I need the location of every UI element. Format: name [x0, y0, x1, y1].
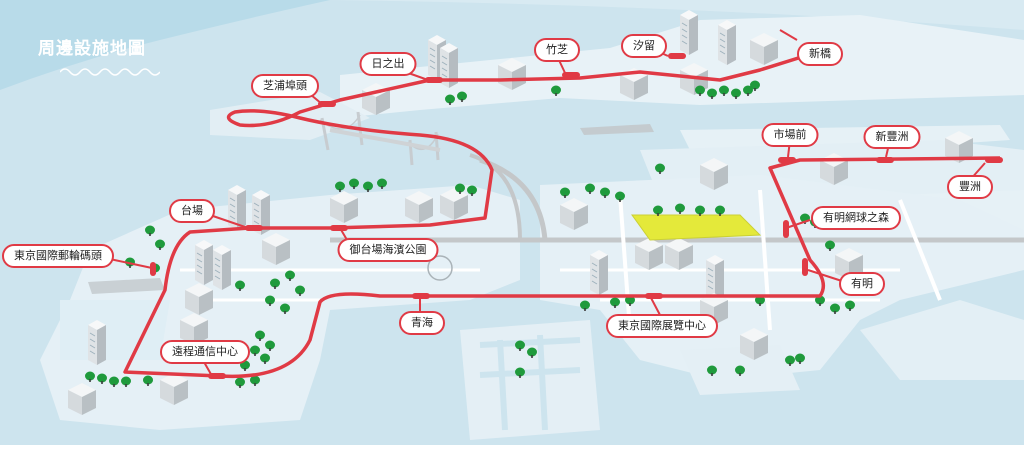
- station-label-odaiba-kaihinkoen[interactable]: 御台場海濱公園: [337, 238, 439, 262]
- market-roof: [631, 214, 762, 241]
- station-label-telecom-center[interactable]: 遠程通信中心: [160, 340, 250, 364]
- station-label-shiodome[interactable]: 汐留: [621, 34, 667, 58]
- station-label-daiba[interactable]: 台場: [169, 199, 215, 223]
- map-title: 周邊設施地圖: [38, 39, 146, 59]
- station-label-shimbashi[interactable]: 新橋: [797, 42, 843, 66]
- station-label-ariake-tennis-no-mori[interactable]: 有明網球之森: [811, 206, 901, 230]
- station-label-shibaura-futo[interactable]: 芝浦埠頭: [251, 74, 319, 98]
- station-markers: [150, 53, 1003, 379]
- station-label-shijo-mae[interactable]: 市場前: [761, 123, 819, 147]
- station-label-tokyo-cruise-terminal[interactable]: 東京國際郵輪碼頭: [2, 244, 114, 268]
- station-label-takeshiba[interactable]: 竹芝: [534, 38, 580, 62]
- station-label-tokyo-big-sight[interactable]: 東京國際展覽中心: [606, 314, 718, 338]
- rail-line: [123, 53, 1001, 379]
- south-plot: [460, 320, 600, 440]
- wave-decoration: [60, 68, 160, 76]
- station-label-ariake[interactable]: 有明: [839, 272, 885, 296]
- station-label-shin-toyosu[interactable]: 新豐洲: [863, 125, 921, 149]
- station-label-hinode[interactable]: 日之出: [359, 52, 417, 76]
- mainland-shiodome: [340, 15, 1024, 118]
- station-label-aomi[interactable]: 青海: [399, 311, 445, 335]
- bay-top: [0, 0, 330, 90]
- ferris-wheel-icon: [427, 255, 453, 281]
- station-label-toyosu[interactable]: 豐洲: [947, 175, 993, 199]
- ship-icon: [580, 124, 654, 135]
